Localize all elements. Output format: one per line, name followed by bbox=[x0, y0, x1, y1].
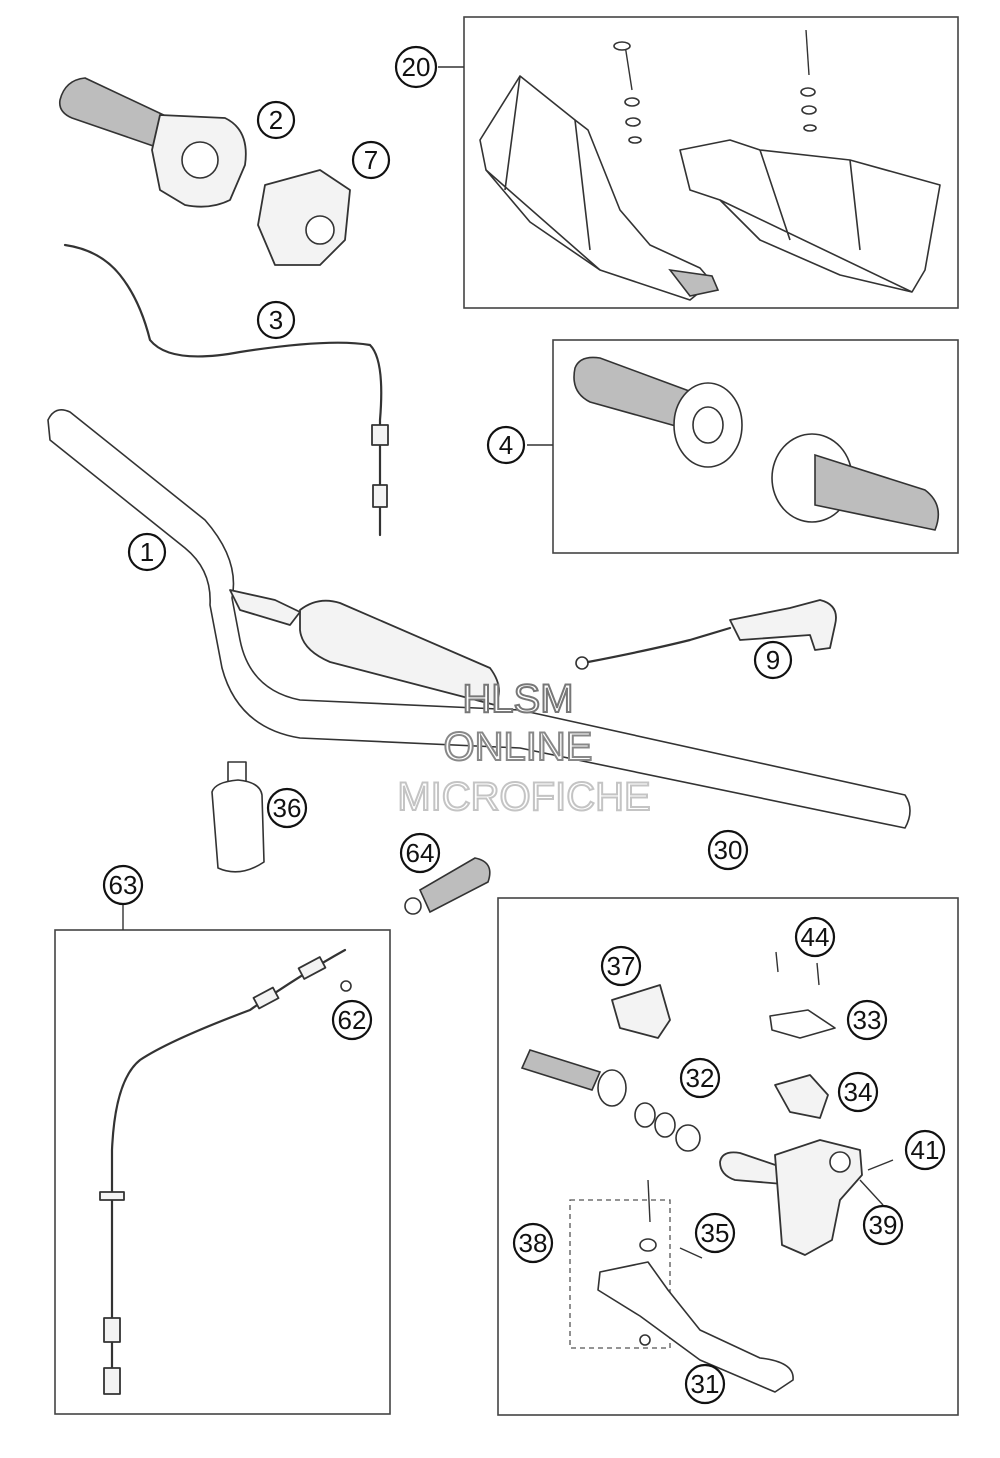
watermark-line-1: HLSM bbox=[462, 677, 573, 721]
callout-1[interactable]: 1 bbox=[127, 532, 167, 572]
clamp-37 bbox=[611, 984, 671, 1039]
callout-20[interactable]: 20 bbox=[394, 45, 438, 89]
callout-64[interactable]: 64 bbox=[399, 832, 441, 874]
clutch-cable bbox=[99, 948, 352, 1395]
screw-44 bbox=[775, 951, 820, 986]
callout-36[interactable]: 36 bbox=[266, 787, 308, 829]
handguard-right bbox=[679, 139, 941, 293]
callout-41[interactable]: 41 bbox=[904, 1129, 946, 1171]
hot-start-cable bbox=[575, 599, 837, 670]
master-piston-kit-32 bbox=[520, 1049, 701, 1152]
callout-label: 38 bbox=[519, 1228, 548, 1258]
grip-set-group-box bbox=[552, 339, 959, 554]
grip-pair bbox=[573, 356, 940, 531]
callout-label: 36 bbox=[273, 793, 302, 823]
callout-38[interactable]: 38 bbox=[512, 1222, 554, 1264]
master-cylinder-39 bbox=[719, 1139, 863, 1256]
callout-label: 2 bbox=[269, 105, 283, 135]
callout-label: 1 bbox=[140, 537, 154, 567]
callout-3[interactable]: 3 bbox=[256, 300, 296, 340]
callout-30[interactable]: 30 bbox=[707, 829, 749, 871]
callout-39[interactable]: 39 bbox=[862, 1204, 904, 1246]
callout-63[interactable]: 63 bbox=[102, 864, 144, 906]
throttle-housing-cover bbox=[257, 169, 351, 266]
watermark-line-2: ONLINE bbox=[444, 725, 593, 769]
callout-label: 35 bbox=[701, 1218, 730, 1248]
callout-label: 9 bbox=[766, 645, 780, 675]
callout-32[interactable]: 32 bbox=[679, 1057, 721, 1099]
callout-31[interactable]: 31 bbox=[684, 1363, 726, 1405]
callout-34[interactable]: 34 bbox=[837, 1071, 879, 1113]
callout-label: 62 bbox=[338, 1005, 367, 1035]
callout-label: 3 bbox=[269, 305, 283, 335]
callout-33[interactable]: 33 bbox=[846, 999, 888, 1041]
callout-label: 34 bbox=[844, 1077, 873, 1107]
callout-label: 64 bbox=[406, 838, 435, 868]
handguard-group-box bbox=[463, 16, 959, 309]
callout-9[interactable]: 9 bbox=[753, 640, 793, 680]
callout-label: 32 bbox=[686, 1063, 715, 1093]
lever-pin-35 bbox=[679, 1247, 703, 1259]
throttle-cable bbox=[63, 243, 389, 537]
callout-label: 33 bbox=[853, 1005, 882, 1035]
reservoir-cover-33 bbox=[769, 1009, 836, 1039]
callout-label: 31 bbox=[691, 1369, 720, 1399]
leader-lines bbox=[122, 66, 884, 1206]
callout-label: 20 bbox=[402, 52, 431, 82]
callout-label: 30 bbox=[714, 835, 743, 865]
clutch-cable-group-box bbox=[54, 929, 391, 1415]
callout-label: 63 bbox=[109, 870, 138, 900]
callout-7[interactable]: 7 bbox=[351, 140, 391, 180]
handguard-left bbox=[479, 75, 720, 301]
handlebar-end-plug bbox=[404, 857, 491, 915]
callout-35[interactable]: 35 bbox=[694, 1212, 736, 1254]
callout-44[interactable]: 44 bbox=[794, 916, 836, 958]
clutch-assembly-group-box bbox=[497, 897, 959, 1416]
clutch-lever-31 bbox=[597, 1179, 794, 1393]
callout-label: 4 bbox=[499, 430, 513, 460]
callout-4[interactable]: 4 bbox=[486, 425, 526, 465]
callout-label: 37 bbox=[607, 951, 636, 981]
callout-2[interactable]: 2 bbox=[256, 100, 296, 140]
diaphragm-34 bbox=[774, 1074, 829, 1119]
callout-62[interactable]: 62 bbox=[331, 999, 373, 1041]
lubricant-bottle bbox=[211, 761, 265, 873]
callout-label: 44 bbox=[801, 922, 830, 952]
callout-label: 41 bbox=[911, 1135, 940, 1165]
callout-label: 7 bbox=[364, 145, 378, 175]
watermark-line-3: MICROFICHE bbox=[397, 775, 650, 819]
callout-37[interactable]: 37 bbox=[600, 945, 642, 987]
callout-label: 39 bbox=[869, 1210, 898, 1240]
screw-41 bbox=[867, 1159, 894, 1171]
lever-subgroup-box bbox=[569, 1199, 671, 1349]
throttle-grip bbox=[58, 77, 247, 208]
handlebar bbox=[47, 409, 911, 829]
callouts: 20 2 7 3 4 1 9 36 64 30 63 62 44 37 33 3… bbox=[102, 45, 946, 1405]
handguard-bolts bbox=[613, 29, 817, 144]
watermark: HLSM ONLINE MICROFICHE bbox=[396, 676, 651, 820]
